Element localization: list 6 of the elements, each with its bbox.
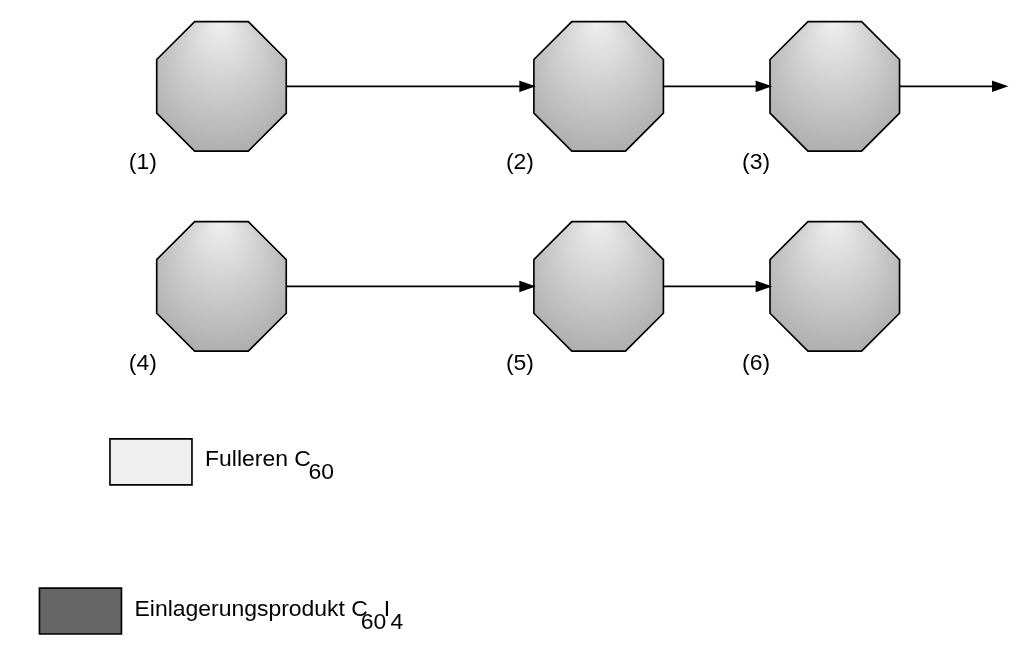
node-label: (2) — [505, 148, 534, 175]
node-label: (1) — [128, 148, 157, 175]
node-label: (3) — [741, 148, 770, 175]
node-label: (5) — [505, 348, 534, 375]
node-label: (4) — [128, 348, 157, 375]
node-label: (6) — [741, 348, 770, 375]
